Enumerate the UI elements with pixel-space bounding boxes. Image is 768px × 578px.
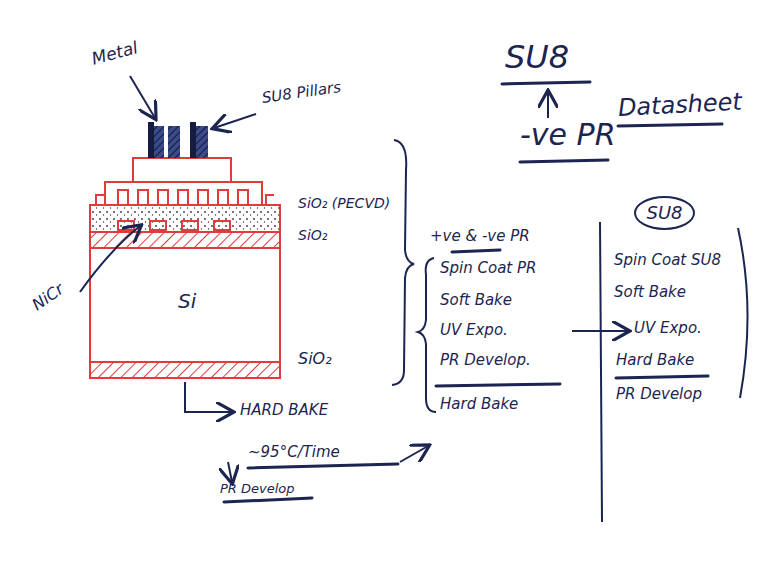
step-label: Spin Coat PR: [440, 260, 536, 277]
node-text: SU8: [646, 203, 682, 223]
temperature-note: ~95°C/Time: [248, 444, 340, 461]
step-label: PR Develop: [616, 386, 702, 403]
step-label: UV Expo.: [440, 322, 508, 339]
step-label: PR Develop: [220, 482, 295, 496]
heading: SU8: [505, 40, 569, 75]
step-label: Hard Bake: [616, 352, 694, 369]
heading: -ve PR: [520, 118, 616, 151]
step-label: Hard Bake: [440, 396, 518, 413]
layer-label: SiO₂: [298, 350, 332, 368]
layer-label: SiO₂: [298, 228, 327, 243]
step-label: UV Expo.: [634, 320, 702, 337]
layer-label: SiO₂ (PECVD): [298, 196, 390, 211]
circled-heading: SU8: [634, 196, 695, 230]
step-label: Soft Bake: [440, 292, 512, 309]
step-label: HARD BAKE: [240, 402, 328, 419]
step-label: Spin Coat SU8: [614, 252, 721, 269]
column-heading: +ve & -ve PR: [430, 228, 530, 245]
material-label: SU8 Pillars: [261, 79, 342, 106]
step-label: PR Develop.: [440, 352, 531, 369]
step-label: Soft Bake: [614, 284, 686, 301]
substrate-label: Si: [178, 290, 196, 312]
note: Datasheet: [617, 89, 742, 122]
material-label: NiCr: [29, 280, 67, 314]
material-label: Metal: [90, 38, 140, 68]
